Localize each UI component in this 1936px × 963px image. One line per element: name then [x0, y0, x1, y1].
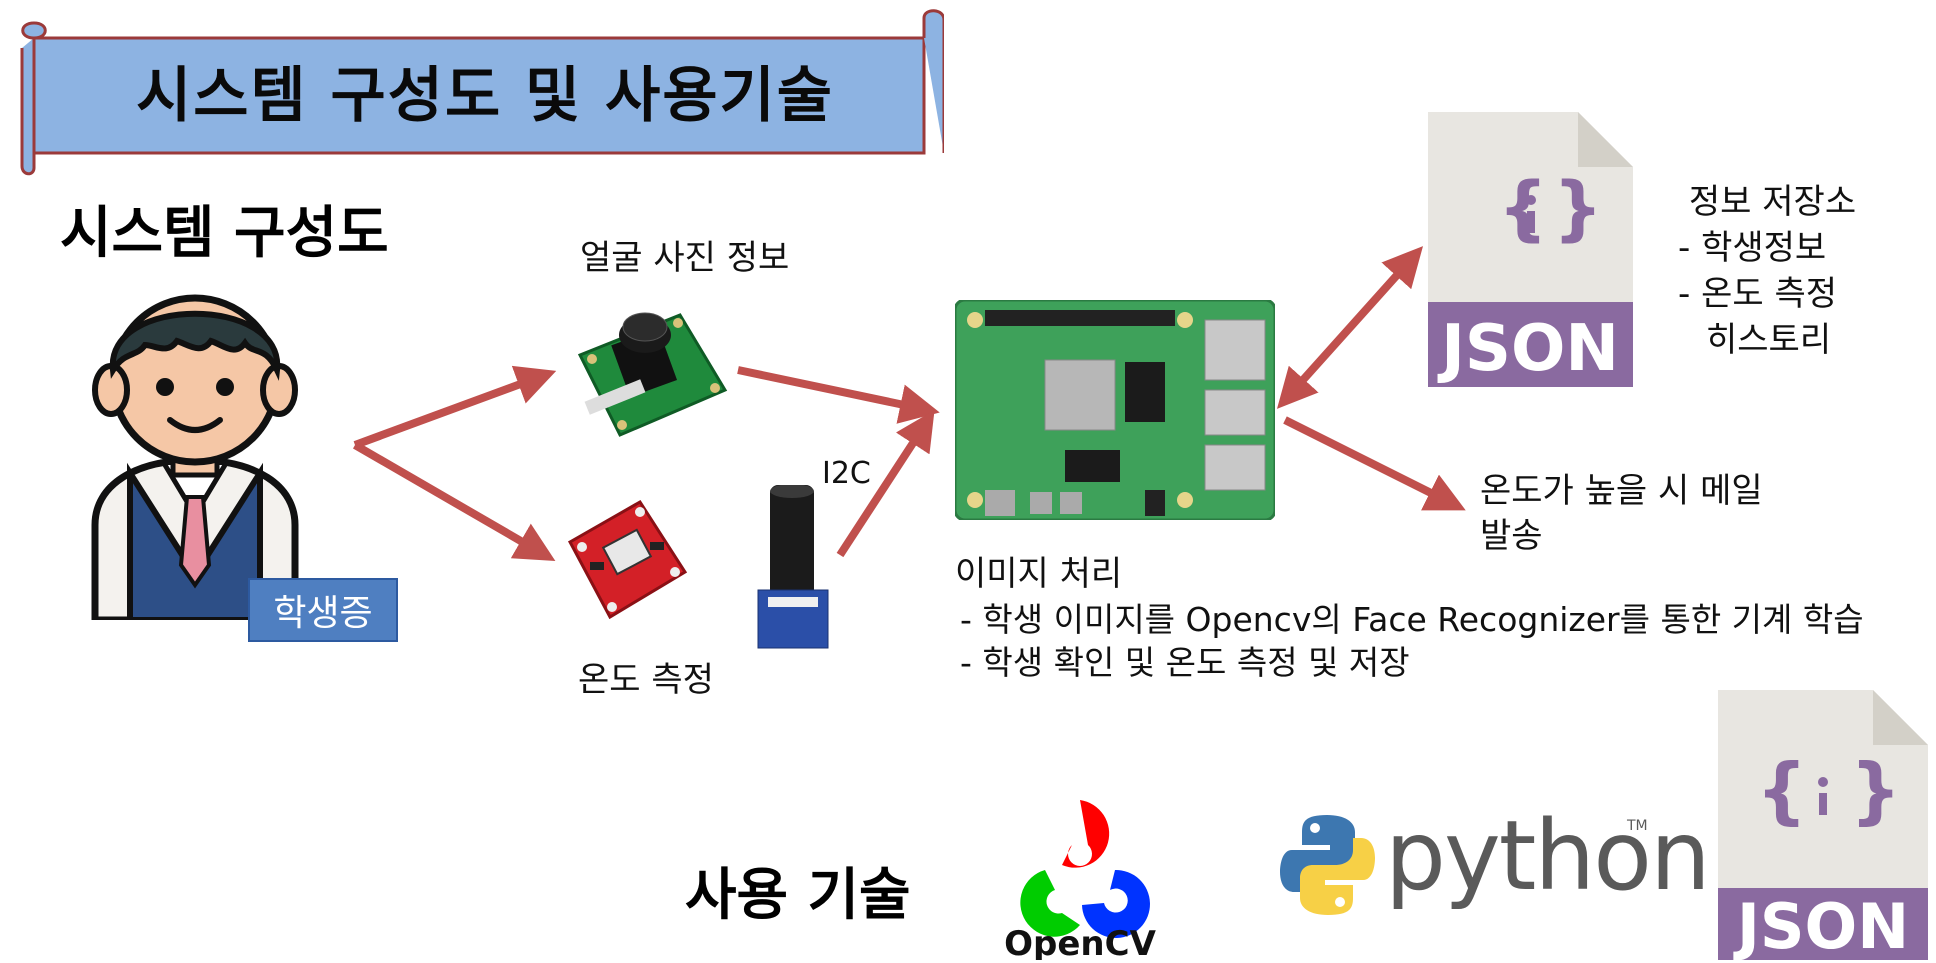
svg-text:}: } — [1850, 748, 1901, 832]
python-logo-icon — [1280, 815, 1375, 915]
ir-thermometer-sensor — [757, 485, 829, 649]
page-title: 시스템 구성도 및 사용기술 — [136, 60, 834, 131]
camera-module-image — [577, 312, 728, 437]
svg-text:{: { — [1756, 748, 1807, 832]
arrow-pi-storage — [1276, 246, 1424, 409]
python-trademark: TM — [1627, 818, 1648, 834]
storage-line-4: 히스토리 — [1706, 320, 1832, 360]
svg-text:{: { — [1498, 167, 1548, 249]
i2c-label: I2C — [822, 456, 871, 491]
title-banner — [20, 9, 944, 176]
json-tech-label: JSON — [1733, 890, 1909, 960]
storage-line-1: 정보 저장소 — [1688, 182, 1857, 222]
temperature-sensor-board — [567, 499, 688, 620]
arrow-sensor-to-pi — [836, 409, 935, 558]
python-label: python — [1385, 800, 1711, 912]
svg-text:}: } — [1553, 167, 1603, 249]
student-id-badge: 학생증 — [248, 578, 398, 642]
arrow-pi-alert — [1283, 416, 1466, 511]
storage-line-3: - 온도 측정 — [1678, 274, 1838, 314]
camera-label: 얼굴 사진 정보 — [580, 238, 790, 278]
opencv-logo: OpenCV — [1004, 800, 1157, 960]
opencv-label: OpenCV — [1004, 924, 1156, 960]
raspberry-pi-board — [955, 300, 1275, 520]
arrow-to-camera — [353, 365, 557, 449]
processing-line-1: - 학생 이미지를 Opencv의 Face Recognizer를 통한 기계… — [960, 600, 1864, 639]
temperature-label: 온도 측정 — [578, 660, 714, 700]
arrow-camera-to-pi — [737, 366, 940, 424]
processing-title: 이미지 처리 — [955, 554, 1123, 594]
json-icon-label: JSON — [1437, 312, 1619, 386]
student-avatar — [91, 294, 299, 620]
alert-line-1: 온도가 높을 시 메일 — [1480, 471, 1763, 511]
system-diagram-heading: 시스템 구성도 — [60, 201, 389, 266]
processing-line-2: - 학생 확인 및 온도 측정 및 저장 — [960, 643, 1410, 682]
tech-heading: 사용 기술 — [685, 863, 911, 928]
storage-line-2: - 학생정보 — [1678, 228, 1827, 268]
arrow-to-sensor — [352, 441, 556, 562]
json-tech-icon: { } JSON — [1718, 690, 1928, 960]
alert-line-2: 발송 — [1480, 516, 1543, 556]
json-file-icon: { } JSON — [1428, 112, 1633, 387]
